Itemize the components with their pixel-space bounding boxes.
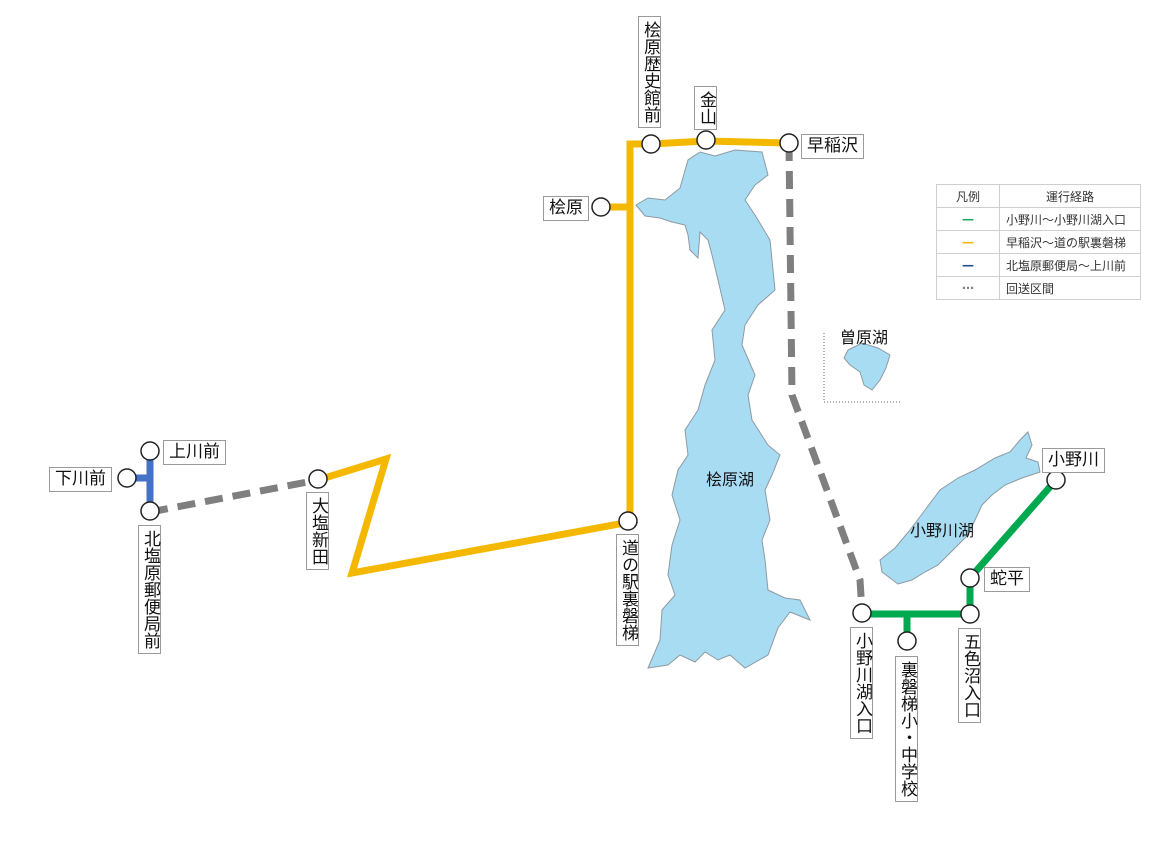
- legend-table: 凡例 運行経路 — 小野川〜小野川湖入口 — 早稲沢〜道の駅裏磐梯 — 北塩原郵…: [936, 184, 1141, 300]
- legend-dotted-line-label: 回送区間: [999, 276, 1141, 300]
- legend-row: — 北塩原郵便局〜上川前: [936, 253, 1141, 277]
- deadhead-route-kitashiobara-oshio: [149, 476, 319, 516]
- deadhead-route-wasezawa-onogawako: [785, 142, 866, 613]
- stop-marker-jadaira[interactable]: [960, 568, 980, 588]
- stop-marker-onogawako-iriguchi[interactable]: [852, 603, 872, 623]
- stop-label-michinoeki[interactable]: 道の駅裏磐梯: [616, 534, 639, 646]
- stop-label-urabandai-school[interactable]: 裏磐梯小・中学校: [895, 656, 918, 802]
- legend-green-line-symbol: —: [936, 207, 1000, 231]
- stop-label-hibara[interactable]: 桧原: [543, 196, 589, 221]
- legend-header-row: 凡例 運行経路: [936, 184, 1141, 208]
- stop-label-wasezawa[interactable]: 早稲沢: [801, 134, 864, 159]
- stop-marker-oshio-shinden[interactable]: [308, 469, 328, 489]
- legend-green-line-label: 小野川〜小野川湖入口: [999, 207, 1141, 231]
- stop-marker-michinoeki[interactable]: [618, 511, 638, 531]
- legend-header-route: 運行経路: [999, 184, 1141, 208]
- sohara-lake-label: 曽原湖: [840, 328, 889, 347]
- stop-marker-goshikinuma[interactable]: [960, 604, 980, 624]
- stop-label-hibara-rekishikan[interactable]: 桧原歴史館前: [638, 16, 661, 128]
- stop-label-kitashiobara[interactable]: 北塩原郵便局前: [138, 525, 161, 654]
- onogawa-lake-shape: [879, 431, 1041, 585]
- stop-marker-hibara[interactable]: [591, 197, 611, 217]
- green-route: [862, 477, 1059, 618]
- stop-marker-hibara-rekishikan[interactable]: [641, 134, 661, 154]
- stop-marker-shimokawamae[interactable]: [117, 468, 137, 488]
- onogawa-lake-label: 小野川湖: [910, 521, 975, 540]
- legend-row: — 小野川〜小野川湖入口: [936, 207, 1141, 231]
- stop-marker-kanayama[interactable]: [696, 130, 716, 150]
- legend-yellow-line-label: 早稲沢〜道の駅裏磐梯: [999, 230, 1141, 254]
- stop-label-kanayama[interactable]: 金山: [694, 86, 717, 130]
- legend-blue-line-label: 北塩原郵便局〜上川前: [999, 253, 1141, 277]
- legend-row: ⋯ 回送区間: [936, 276, 1141, 300]
- stop-marker-urabandai-school[interactable]: [897, 631, 917, 651]
- stop-marker-onogawa[interactable]: [1046, 470, 1066, 490]
- stop-label-shimokawamae[interactable]: 下川前: [49, 467, 112, 492]
- stop-label-kamikawamae[interactable]: 上川前: [163, 440, 226, 465]
- legend-yellow-line-symbol: —: [936, 230, 1000, 254]
- stop-label-jadaira[interactable]: 蛇平: [984, 567, 1030, 592]
- stop-label-goshikinuma[interactable]: 五色沼入口: [958, 628, 981, 723]
- legend-blue-line-symbol: —: [936, 253, 1000, 277]
- legend-dotted-line-symbol: ⋯: [936, 276, 1000, 300]
- hibara-lake-label: 桧原湖: [706, 470, 755, 489]
- hibara-lake-shape: [635, 149, 812, 669]
- stop-label-oshio-shinden[interactable]: 大塩新田: [306, 492, 329, 570]
- sohara-lake-shape: [843, 342, 891, 391]
- stop-marker-wasezawa[interactable]: [779, 133, 799, 153]
- stop-marker-kitashiobara[interactable]: [140, 501, 160, 521]
- legend-row: — 早稲沢〜道の駅裏磐梯: [936, 230, 1141, 254]
- stop-label-onogawako-iriguchi[interactable]: 小野川湖入口: [850, 627, 873, 739]
- stop-marker-kamikawamae[interactable]: [140, 441, 160, 461]
- stop-label-onogawa[interactable]: 小野川: [1042, 448, 1105, 473]
- sohara-inset-frame: [823, 333, 900, 403]
- legend-header-symbol: 凡例: [936, 184, 1000, 208]
